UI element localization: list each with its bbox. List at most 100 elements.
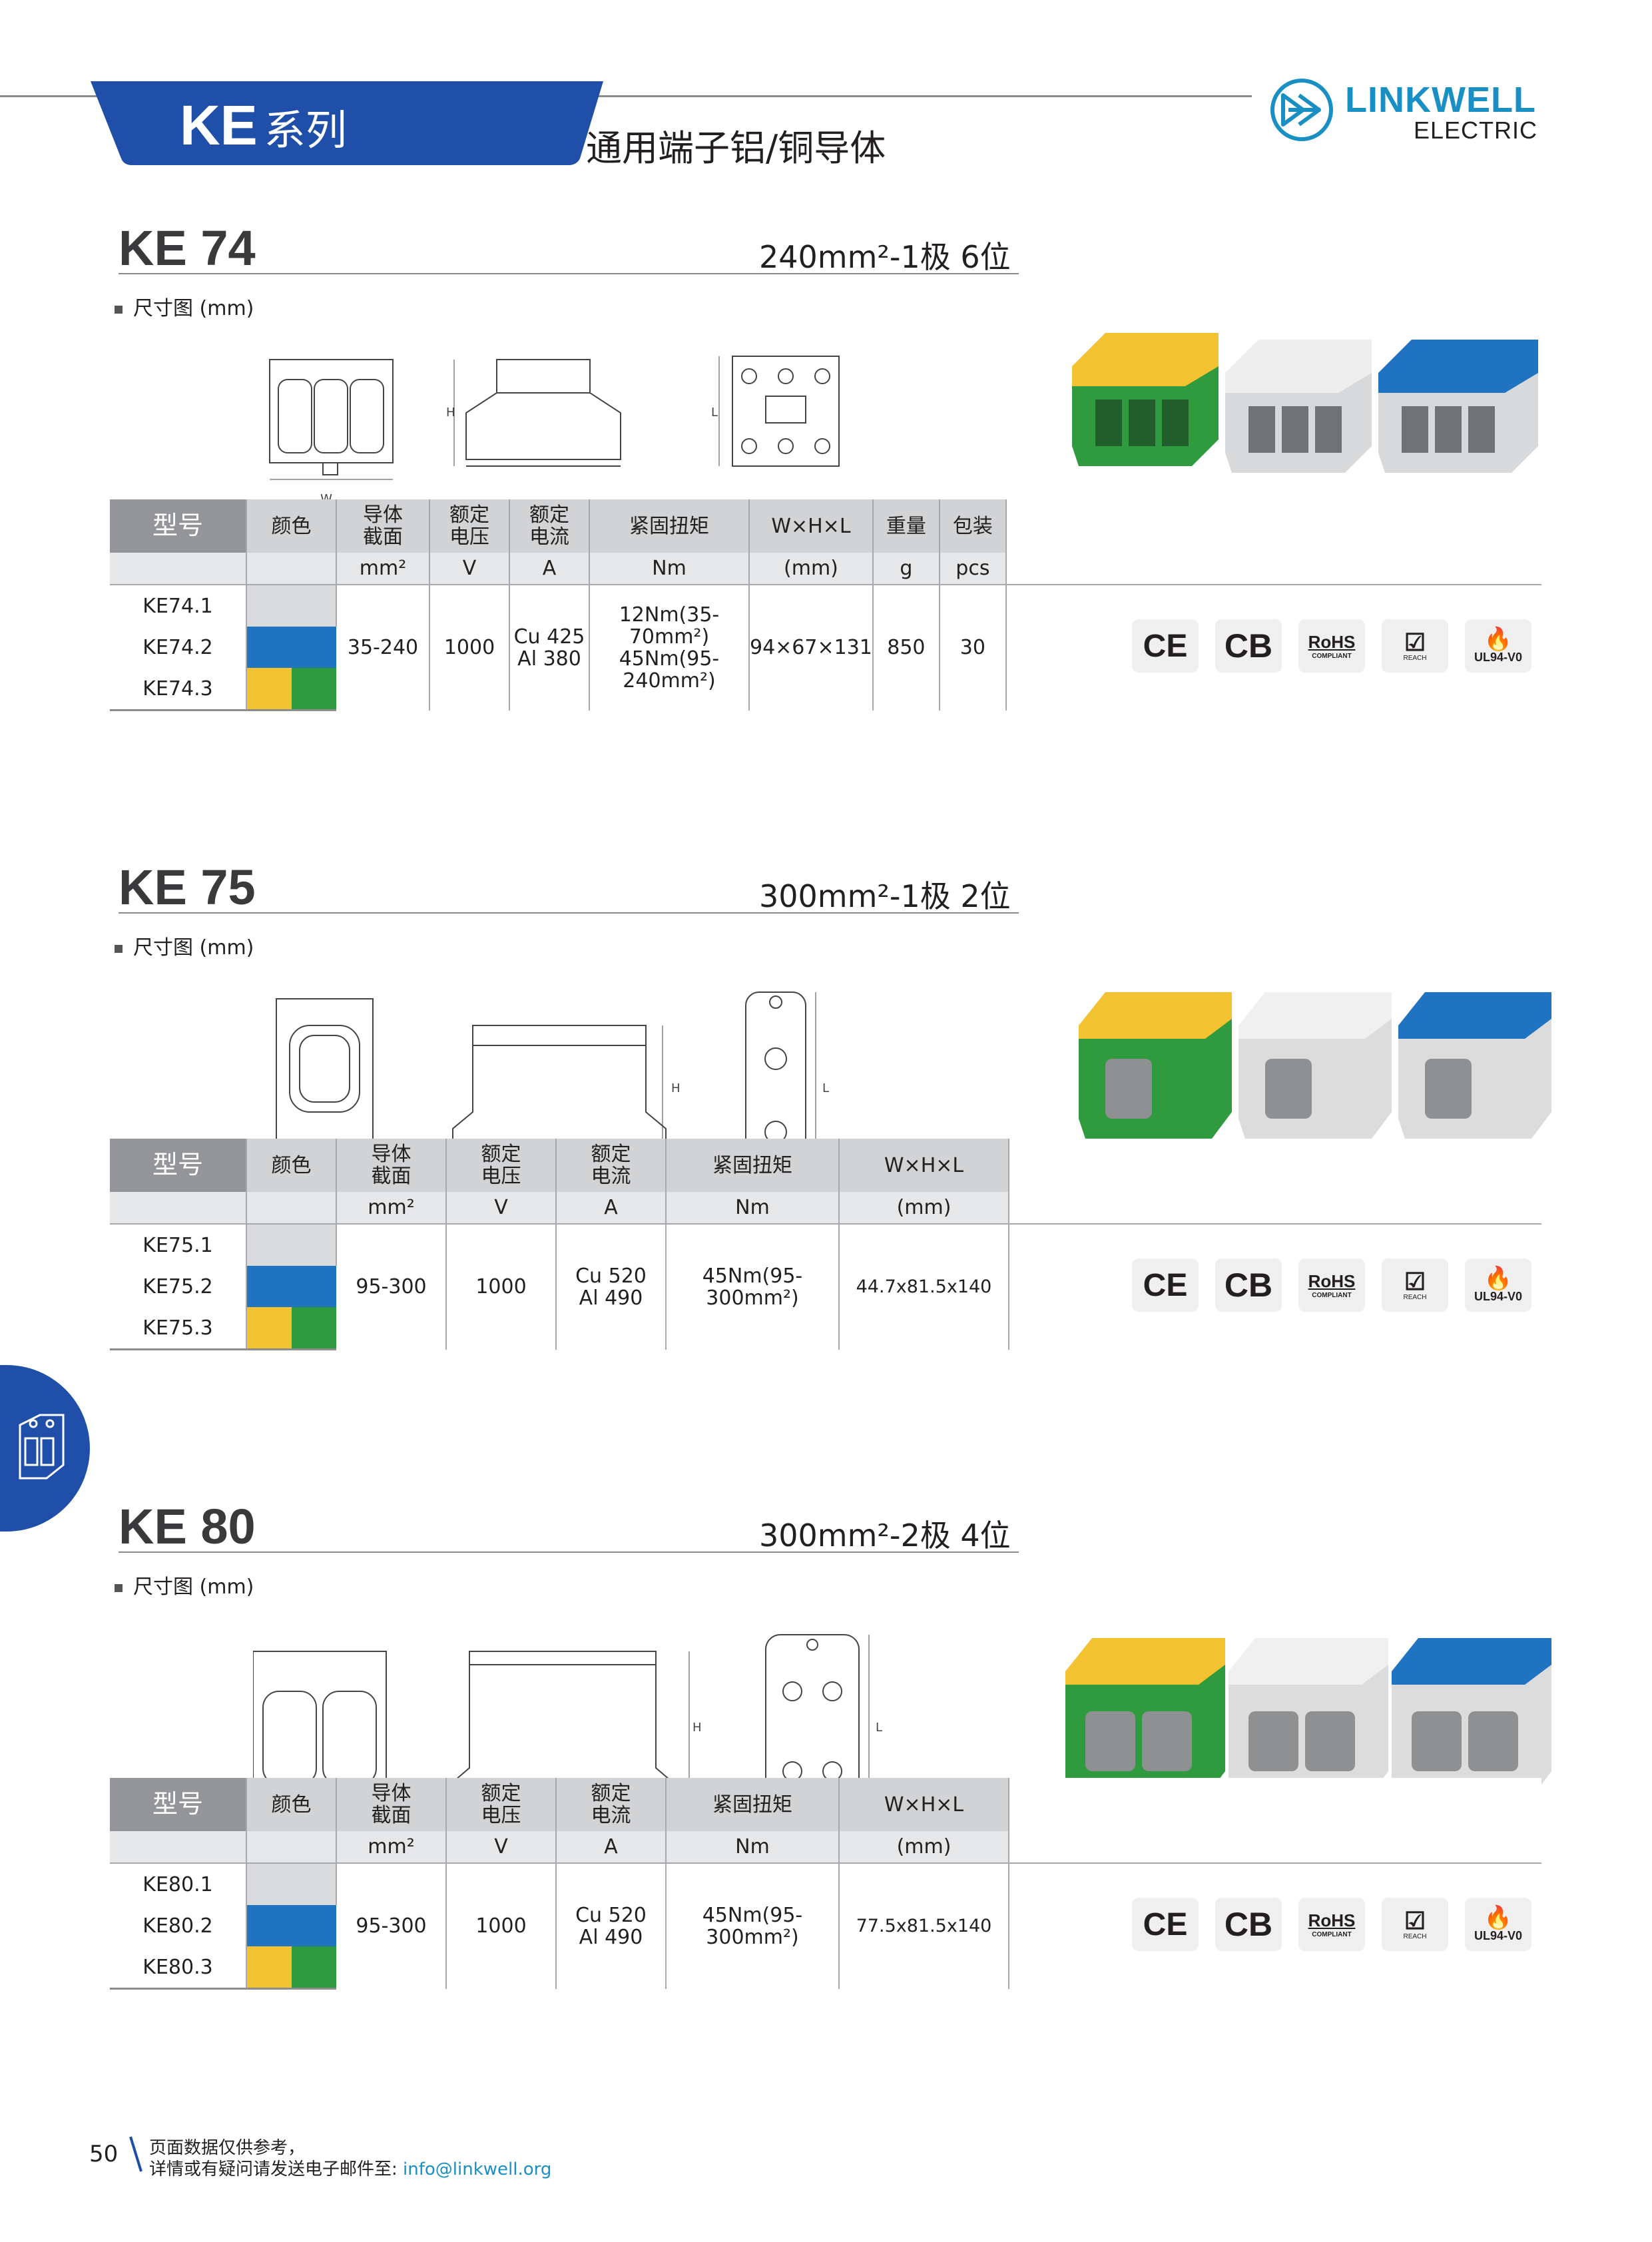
section-code: KE 80 — [119, 1499, 256, 1554]
unit-weight: g — [872, 553, 940, 585]
color-swatch-grey — [246, 585, 337, 627]
ce-icon: CE — [1132, 1898, 1199, 1951]
svg-text:H: H — [671, 1081, 681, 1095]
bullet-square-icon — [115, 1583, 123, 1592]
unit-pack: pcs — [939, 553, 1007, 585]
th-weight: 重量 — [872, 499, 940, 553]
th-dims: W×H×L — [749, 499, 874, 553]
dimension-drawings: W H L — [269, 356, 840, 506]
table-row-model: KE75.2 — [110, 1266, 247, 1307]
section-spec: 300mm²-2极 4位 — [759, 1518, 1011, 1553]
footer-contact: 详情或有疑问请发送电子邮件至: info@linkwell.org — [149, 2159, 552, 2179]
color-swatch-yellow-green — [246, 1946, 336, 1990]
cell-voltage: 1000 — [429, 585, 510, 710]
cell-weight: 850 — [872, 585, 940, 710]
section-ke80: KE 80 300mm²-2极 4位 尺寸图 (mm) W H L — [0, 1498, 1652, 2137]
reach-icon: ☑REACH — [1382, 1898, 1448, 1951]
series-suffix: 系列 — [264, 106, 347, 154]
section-ke75: KE 75 300mm²-1极 2位 尺寸图 (mm) W H L — [0, 859, 1652, 1498]
color-swatch-blue — [246, 1905, 336, 1946]
page-subtitle: 通用端子铝/铜导体 — [586, 127, 886, 169]
unit-section: mm² — [336, 553, 430, 585]
color-swatch-blue — [246, 627, 336, 668]
unit-torque: Nm — [589, 553, 750, 585]
color-swatch-yellow-green — [246, 1307, 336, 1350]
spec-table: 型号 颜色 导体 截面 额定 电压 额定 电流 紧固扭矩 W×H×L mm² V… — [110, 1778, 1541, 1990]
page-footer: 50 页面数据仅供参考， 详情或有疑问请发送电子邮件至: info@linkwe… — [89, 2134, 822, 2181]
dimension-label: 尺寸图 (mm) — [115, 292, 254, 321]
dim-l-label: L — [711, 406, 718, 420]
unit-voltage: V — [429, 553, 510, 585]
section-code: KE 75 — [119, 860, 256, 915]
section-ke74: KE 74 240mm²-1极 6位 尺寸图 (mm) W H L — [0, 220, 1652, 859]
table-row-model: KE74.2 — [110, 627, 247, 668]
cell-torque: 12Nm(35-70mm²)45Nm(95-240mm²) — [589, 585, 750, 710]
table-row-model: KE74.1 — [110, 585, 247, 627]
spec-table: 型号 颜色 导体 截面 额定 电压 额定 电流 紧固扭矩 W×H×L mm² V… — [110, 1139, 1541, 1350]
color-swatch-yellow-green — [246, 668, 336, 711]
ul94-flame-icon: 🔥UL94-V0 — [1465, 1259, 1531, 1312]
section-spec: 240mm²-1极 6位 — [759, 239, 1011, 275]
linkwell-logo: LINKWELL ELECTRIC — [1268, 77, 1538, 150]
series-code: KE — [180, 94, 258, 156]
logo-name: LINKWELL — [1345, 80, 1536, 120]
ce-icon: CE — [1132, 1259, 1199, 1312]
reach-icon: ☑REACH — [1382, 1259, 1448, 1312]
svg-text:L: L — [876, 1721, 882, 1735]
table-row-model: KE75.1 — [110, 1224, 247, 1266]
th-model: 型号 — [110, 499, 247, 553]
reach-icon: ☑REACH — [1382, 619, 1448, 673]
svg-text:L: L — [822, 1081, 829, 1095]
bullet-square-icon — [115, 944, 123, 953]
logo-subname: ELECTRIC — [1414, 117, 1538, 144]
cb-icon: CB — [1215, 1898, 1282, 1951]
th-color: 颜色 — [246, 499, 337, 553]
th-section: 导体 截面 — [336, 499, 430, 553]
table-row-model: KE80.2 — [110, 1905, 247, 1946]
product-photos — [1079, 992, 1551, 1139]
color-swatch-grey — [246, 1863, 337, 1905]
unit-current: A — [509, 553, 590, 585]
spec-table: 型号 颜色 导体 截面 额定 电压 额定 电流 紧固扭矩 W×H×L 重量 包装… — [110, 499, 1541, 711]
svg-text:H: H — [692, 1721, 702, 1735]
color-swatch-grey — [246, 1224, 337, 1266]
series-tab — [91, 80, 610, 166]
ce-icon: CE — [1132, 619, 1199, 673]
th-voltage: 额定 电压 — [429, 499, 510, 553]
th-pack: 包装 — [939, 499, 1007, 553]
footer-note: 页面数据仅供参考， — [149, 2138, 306, 2158]
cell-section: 35-240 — [336, 585, 430, 710]
section-spec: 300mm²-1极 2位 — [759, 878, 1011, 914]
cb-icon: CB — [1215, 1259, 1282, 1312]
product-photos — [1072, 333, 1538, 473]
cell-pack: 30 — [939, 585, 1007, 710]
section-rule — [119, 1551, 1019, 1553]
table-row-model: KE75.3 — [110, 1307, 247, 1350]
cb-icon: CB — [1215, 619, 1282, 673]
email-link[interactable]: info@linkwell.org — [403, 2159, 552, 2179]
dim-h-label: H — [446, 406, 455, 420]
dimension-label: 尺寸图 (mm) — [115, 1570, 254, 1599]
table-row-model: KE74.3 — [110, 668, 247, 711]
cell-dims: 94×67×131 — [749, 585, 874, 710]
table-row-model: KE80.3 — [110, 1946, 247, 1990]
logo-mark-icon — [1270, 79, 1333, 141]
page-number: 50 — [89, 2141, 119, 2167]
bullet-square-icon — [115, 305, 123, 314]
th-torque: 紧固扭矩 — [589, 499, 750, 553]
dimension-label: 尺寸图 (mm) — [115, 931, 254, 960]
th-current: 额定 电流 — [509, 499, 590, 553]
ul94-flame-icon: 🔥UL94-V0 — [1465, 1898, 1531, 1951]
section-rule — [119, 912, 1019, 914]
header-rule — [0, 95, 1252, 97]
slash-divider-icon — [129, 2136, 142, 2172]
section-rule — [119, 273, 1019, 274]
